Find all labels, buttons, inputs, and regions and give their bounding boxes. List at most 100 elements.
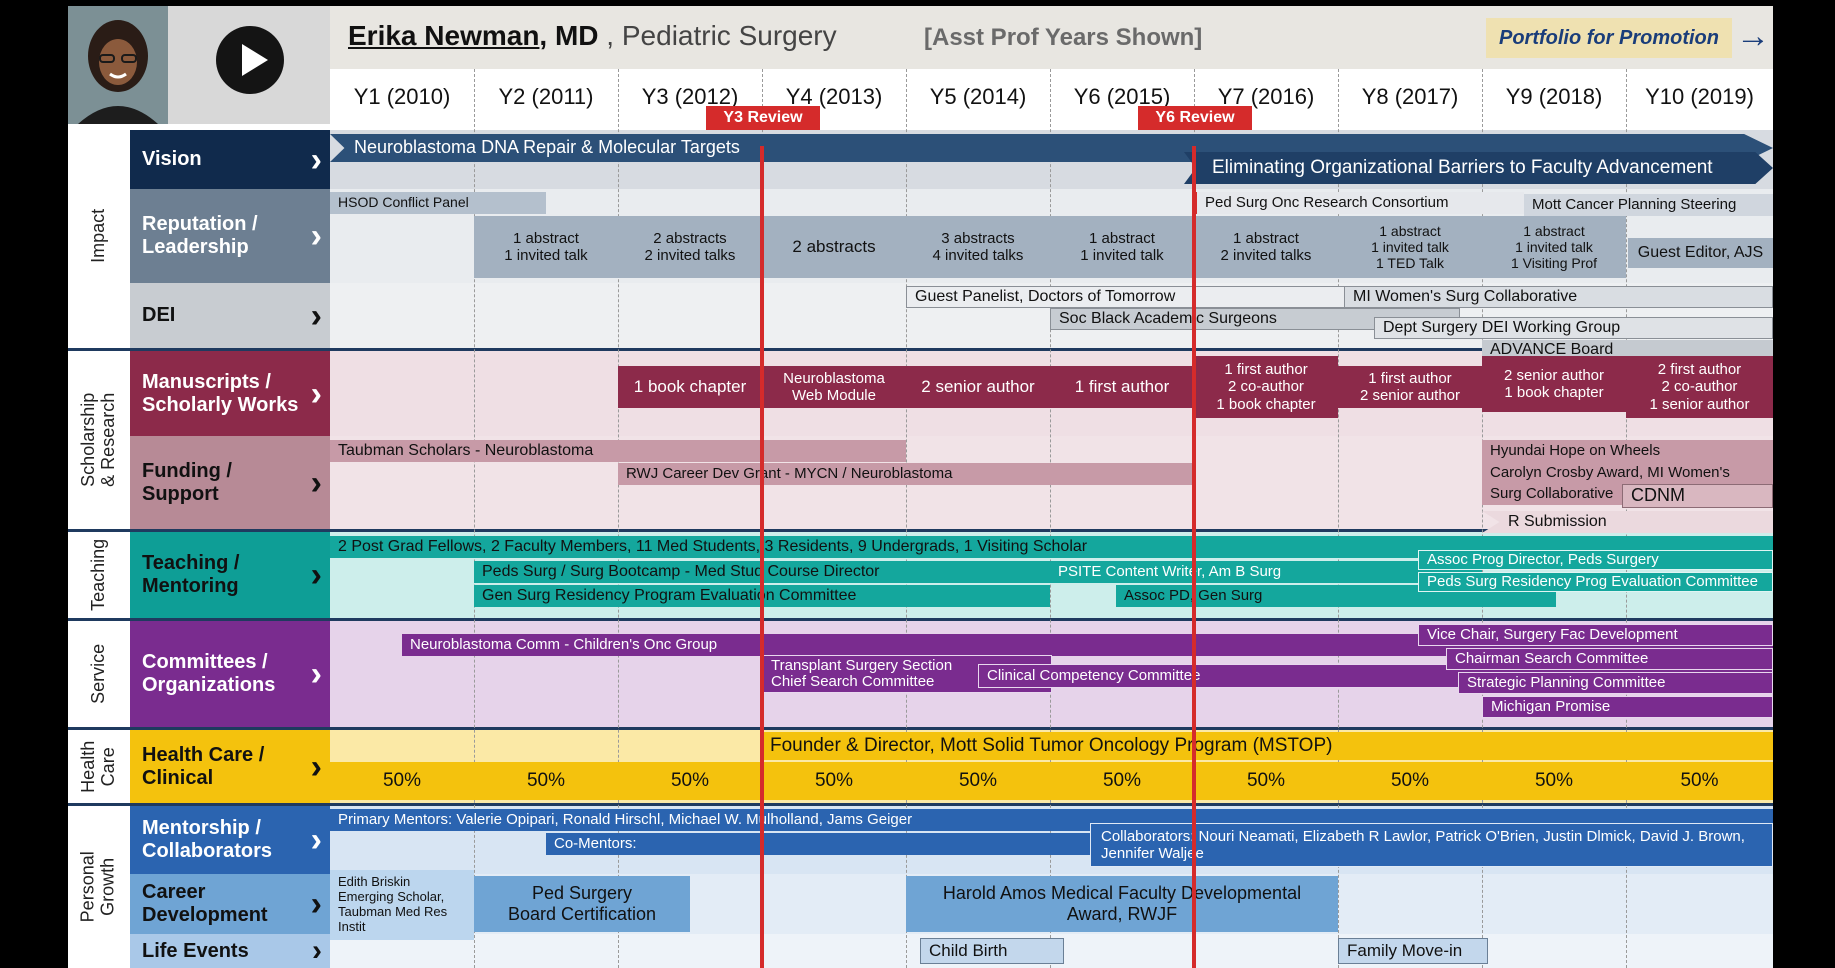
teach-assocprog[interactable]: Assoc Prog Director, Peds Surgery <box>1418 550 1773 570</box>
rep-y8[interactable]: 1 abstract 1 invited talk 1 TED Talk <box>1338 216 1482 278</box>
y3-review-badge[interactable]: Y3 Review <box>706 106 820 130</box>
dei-sbas[interactable]: Soc Black Academic Surgeons <box>1050 308 1460 330</box>
chevron-right-icon: › <box>310 140 322 179</box>
chevron-right-icon: › <box>310 463 322 502</box>
year-y6: Y6 (2015) <box>1073 84 1171 109</box>
teach-pedsres[interactable]: Peds Surg Residency Prog Evaluation Comm… <box>1418 572 1773 592</box>
career-amos[interactable]: Harold Amos Medical Faculty Developmenta… <box>906 876 1338 932</box>
year-y9: Y9 (2018) <box>1505 84 1603 109</box>
career-briskin[interactable]: Edith Briskin Emerging Scholar, Taubman … <box>330 870 474 940</box>
chevron-right-icon: › <box>310 296 322 335</box>
rep-y3[interactable]: 2 abstracts 2 invited talks <box>618 216 762 278</box>
year-y8: Y8 (2017) <box>1361 84 1459 109</box>
fund-cdnm[interactable]: CDNM <box>1622 484 1773 508</box>
fund-taubman[interactable]: Taubman Scholars - Neuroblastoma <box>330 440 906 462</box>
health-pct-y7: 50% <box>1194 762 1338 800</box>
health-pct-y1: 50% <box>330 762 474 800</box>
row-label-manuscripts[interactable]: Manuscripts / Scholarly Works› <box>130 351 330 436</box>
row-label-vision[interactable]: Vision› <box>130 130 330 189</box>
row-label-reputation[interactable]: Reputation / Leadership› <box>130 189 330 283</box>
dei-working-group[interactable]: Dept Surgery DEI Working Group <box>1374 317 1773 339</box>
life-family-move[interactable]: Family Move-in <box>1338 938 1488 964</box>
comm-chairman[interactable]: Chairman Search Committee <box>1446 648 1773 670</box>
ms-y8[interactable]: 1 first author 2 senior author <box>1338 366 1482 408</box>
life-childbirth[interactable]: Child Birth <box>920 938 1064 964</box>
chevron-right-icon: › <box>310 374 322 413</box>
category-scholarship: Scholarship & Research <box>78 392 118 488</box>
chevron-right-icon: › <box>310 747 322 786</box>
ms-y4[interactable]: Neuroblastoma Web Module <box>762 366 906 408</box>
rep-y7[interactable]: 1 abstract 2 invited talks <box>1194 216 1338 278</box>
row-label-life[interactable]: Life Events› <box>130 934 330 968</box>
row-label-dei[interactable]: DEI› <box>130 283 330 348</box>
rep-hsod[interactable]: HSOD Conflict Panel <box>330 192 546 214</box>
health-pct-y8: 50% <box>1338 762 1482 800</box>
rep-y5[interactable]: 3 abstracts 4 invited talks <box>906 216 1050 278</box>
ms-y5[interactable]: 2 senior author <box>906 366 1050 408</box>
comm-vicechair[interactable]: Vice Chair, Surgery Fac Development <box>1418 624 1773 646</box>
category-teaching: Teaching <box>88 538 109 612</box>
health-founder[interactable]: Founder & Director, Mott Solid Tumor Onc… <box>762 732 1773 760</box>
category-divider <box>68 803 1773 806</box>
person-name: Erika Newman <box>348 20 540 51</box>
teach-psite[interactable]: PSITE Content Writer, Am B Surg <box>1050 561 1482 583</box>
year-y2: Y2 (2011) <box>498 84 594 109</box>
chevron-right-icon: › <box>310 217 322 255</box>
rep-consortium[interactable]: Ped Surg Onc Research Consortium <box>1194 192 1524 214</box>
dei-advance[interactable]: ADVANCE Board <box>1482 340 1773 360</box>
health-pct-y3: 50% <box>618 762 762 800</box>
page-title: Erika Newman, MD , Pediatric Surgery <box>348 20 837 52</box>
category-column <box>68 124 130 968</box>
comm-strategic[interactable]: Strategic Planning Committee <box>1458 672 1773 694</box>
rep-mott[interactable]: Mott Cancer Planning Steering <box>1524 194 1773 216</box>
year-y4: Y4 (2013) <box>785 84 883 109</box>
category-health: Health Care <box>78 740 118 793</box>
fund-crosby[interactable]: Carolyn Crosby Award, MI Women's <box>1482 462 1773 484</box>
dei-mwsc[interactable]: MI Women's Surg Collaborative <box>1344 286 1773 308</box>
rep-y2[interactable]: 1 abstract 1 invited talk <box>474 216 618 278</box>
category-divider <box>68 618 1773 621</box>
ms-y9[interactable]: 2 senior author 1 book chapter <box>1482 356 1626 412</box>
vision-bar-barriers[interactable]: Eliminating Organizational Barriers to F… <box>1184 152 1773 184</box>
mentor-collaborators[interactable]: Collaborators: Nouri Neamati, Elizabeth … <box>1090 823 1773 867</box>
chevron-right-icon: › <box>310 821 322 859</box>
row-label-funding[interactable]: Funding / Support› <box>130 436 330 529</box>
dei-panelist[interactable]: Guest Panelist, Doctors of Tomorrow <box>906 286 1410 308</box>
career-boardcert[interactable]: Ped Surgery Board Certification <box>474 876 690 932</box>
play-button[interactable] <box>216 26 284 94</box>
ms-y7[interactable]: 1 first author 2 co-author 1 book chapte… <box>1194 356 1338 418</box>
fund-hyundai[interactable]: Hyundai Hope on Wheels <box>1482 440 1773 462</box>
category-impact: Impact <box>88 208 109 264</box>
gridline <box>1482 69 1483 968</box>
play-icon <box>242 44 268 76</box>
health-pct-y5: 50% <box>906 762 1050 800</box>
gridline <box>906 69 907 968</box>
person-specialty: , Pediatric Surgery <box>598 20 837 51</box>
row-label-career[interactable]: Career Development› <box>130 874 330 934</box>
row-label-health[interactable]: Health Care / Clinical› <box>130 730 330 803</box>
ms-y3[interactable]: 1 book chapter <box>618 366 762 408</box>
comm-promise[interactable]: Michigan Promise <box>1482 696 1773 718</box>
chevron-right-icon: › <box>312 934 322 967</box>
rep-y9[interactable]: 1 abstract 1 invited talk 1 Visiting Pro… <box>1482 216 1626 278</box>
fund-rwj[interactable]: RWJ Career Dev Grant - MYCN / Neuroblast… <box>618 463 1194 485</box>
ms-y10[interactable]: 2 first author 2 co-author 1 senior auth… <box>1626 356 1773 418</box>
y6-review-badge[interactable]: Y6 Review <box>1138 106 1252 130</box>
rep-y6[interactable]: 1 abstract 1 invited talk <box>1050 216 1194 278</box>
portfolio-for-promotion-button[interactable]: Portfolio for Promotion <box>1486 18 1732 58</box>
teach-fellows[interactable]: 2 Post Grad Fellows, 2 Faculty Members, … <box>330 536 1773 558</box>
category-divider <box>68 348 1773 351</box>
row-label-mentorship[interactable]: Mentorship / Collaborators› <box>130 806 330 874</box>
rep-y10[interactable]: Guest Editor, AJS <box>1628 238 1773 268</box>
gridline <box>1050 69 1051 968</box>
chevron-right-icon: › <box>310 655 322 693</box>
year-y7: Y7 (2016) <box>1217 84 1315 109</box>
ms-y6[interactable]: 1 first author <box>1050 366 1194 408</box>
health-pct-y10: 50% <box>1626 762 1773 800</box>
person-degree: , MD <box>539 20 599 51</box>
rep-y4[interactable]: 2 abstracts <box>762 216 906 278</box>
fund-r-submission[interactable]: R Submission <box>1482 511 1773 533</box>
row-label-teaching[interactable]: Teaching / Mentoring› <box>130 532 330 618</box>
fund-surgcollab[interactable]: Surg Collaborative <box>1482 483 1622 505</box>
row-label-committees[interactable]: Committees / Organizations› <box>130 621 330 727</box>
